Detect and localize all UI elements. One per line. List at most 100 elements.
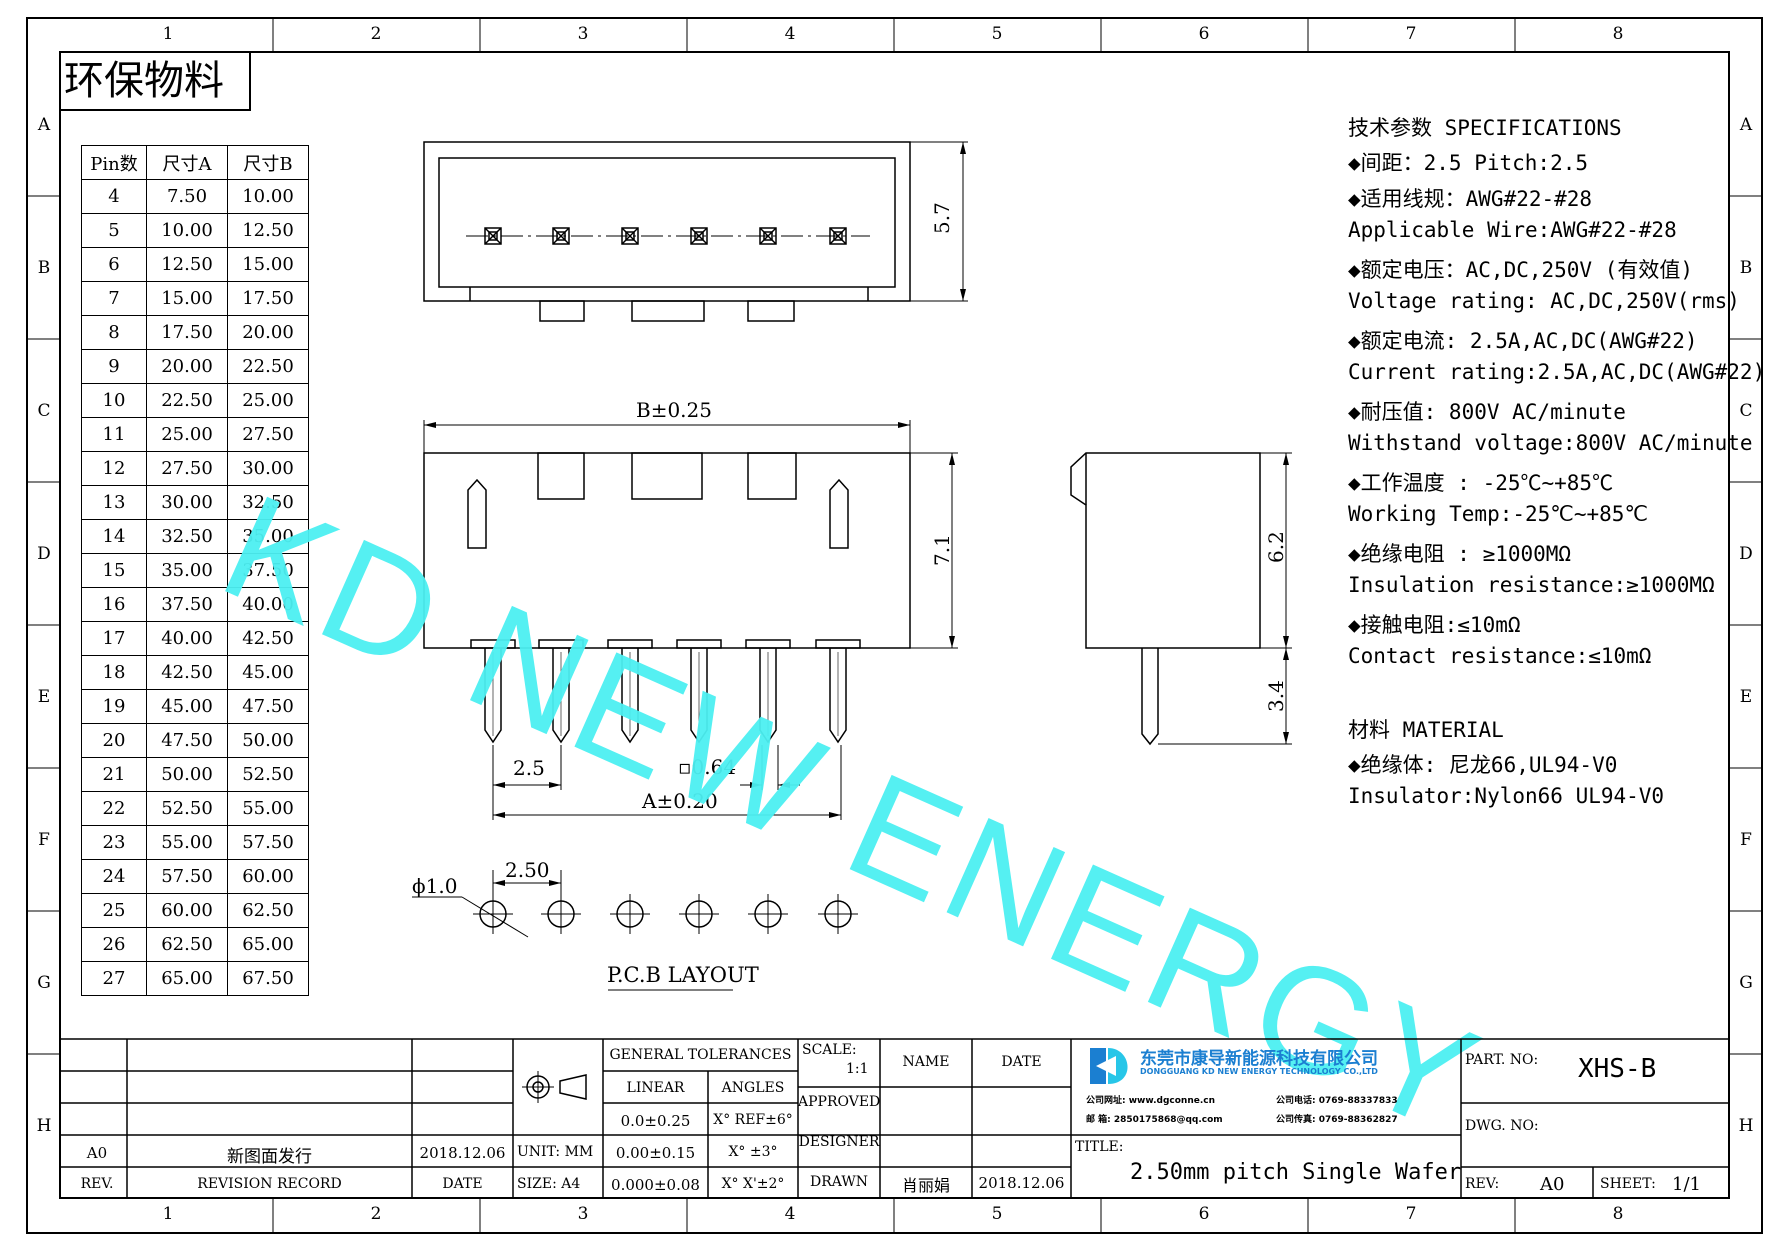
company-logo-icon <box>1090 1048 1128 1084</box>
tol-linear-3: 0.000±0.08 <box>611 1176 700 1194</box>
size-b-cell: 47.50 <box>227 689 309 724</box>
size-b-cell: 37.50 <box>227 553 309 588</box>
size-b-cell: 20.00 <box>227 315 309 350</box>
zone-row-c-right: C <box>1739 401 1753 421</box>
zone-row-d-right: D <box>1739 544 1753 564</box>
pcb-layout-label: P.C.B LAYOUT <box>607 963 759 987</box>
material-heading: 材料 MATERIAL <box>1348 718 1504 742</box>
size-b-cell: 55.00 <box>227 791 309 826</box>
pin-count-cell: 12 <box>81 451 147 486</box>
name-header: NAME <box>902 1054 950 1070</box>
pin-count-cell: 9 <box>81 349 147 384</box>
spec-line: Working Temp:-25℃~+85℃ <box>1348 502 1649 526</box>
size-a-cell: 40.00 <box>146 621 228 656</box>
top-view-pins <box>484 227 847 245</box>
size-a-cell: 30.00 <box>146 485 228 520</box>
size-a-cell: 12.50 <box>146 247 228 282</box>
zone-col-3-bottom: 3 <box>577 1204 589 1224</box>
zone-row-d: D <box>37 544 51 564</box>
spec-line: Voltage rating: AC,DC,250V(rms) <box>1348 289 1740 313</box>
size-b-cell: 52.50 <box>227 757 309 792</box>
revision-record-header: REVISION RECORD <box>197 1176 342 1192</box>
top-pin-marker <box>621 227 639 245</box>
drawn-name: 肖丽娟 <box>901 1176 950 1195</box>
spec-line: ◆工作温度 : -25℃~+85℃ <box>1348 470 1614 495</box>
tol-angle-2: X° ±3° <box>728 1144 778 1160</box>
zone-col-8: 8 <box>1612 24 1624 44</box>
part-no-label: PART. NO: <box>1465 1052 1539 1068</box>
size-b-cell: 62.50 <box>227 893 309 928</box>
dim-b-width: B±0.25 <box>636 398 712 422</box>
company-email: 邮 箱: 2850175868@qq.com <box>1086 1115 1223 1125</box>
spec-line: Withstand voltage:800V AC/minute <box>1348 431 1753 455</box>
front-view <box>423 452 911 649</box>
material-line-1: ◆绝缘体: 尼龙66,UL94-V0 <box>1348 753 1618 777</box>
size-b-cell: 65.00 <box>227 927 309 962</box>
spec-line: Current rating:2.5A,AC,DC(AWG#22) <box>1348 360 1766 384</box>
spec-line: Applicable Wire:AWG#22-#28 <box>1348 218 1677 242</box>
zone-row-c: C <box>37 401 51 421</box>
linear-label: LINEAR <box>626 1080 685 1096</box>
zone-col-8-bottom: 8 <box>1612 1204 1624 1224</box>
tol-angle-1: X° REF±6° <box>713 1112 793 1128</box>
size-a-cell: 42.50 <box>146 655 228 690</box>
size-a-cell: 47.50 <box>146 723 228 758</box>
size-b-cell: 42.50 <box>227 621 309 656</box>
size-a-cell: 37.50 <box>146 587 228 622</box>
zone-col-4-bottom: 4 <box>784 1204 796 1224</box>
top-pin-marker <box>690 227 708 245</box>
pin-count-cell: 11 <box>81 417 147 452</box>
pcb-hole <box>610 894 650 934</box>
pin-count-cell: 5 <box>81 213 147 248</box>
spec-line: ◆绝缘电阻 : ≥1000MΩ <box>1348 541 1572 566</box>
company-name-cn: 东莞市康导新能源科技有限公司 <box>1140 1049 1378 1069</box>
size-b-cell: 15.00 <box>227 247 309 282</box>
eco-material-stamp: 环保物料 <box>64 58 224 104</box>
header-size-b: 尺寸B <box>227 145 309 180</box>
pcb-hole <box>818 894 858 934</box>
zone-col-7: 7 <box>1405 24 1417 44</box>
size-b-cell: 22.50 <box>227 349 309 384</box>
pin-count-cell: 26 <box>81 927 147 962</box>
zone-row-e: E <box>37 687 51 707</box>
zone-row-h-right: H <box>1738 1116 1754 1136</box>
scale-value: 1:1 <box>846 1061 869 1077</box>
top-pin-marker <box>829 227 847 245</box>
date-header: DATE <box>442 1176 483 1192</box>
pin-count-cell: 8 <box>81 315 147 350</box>
spec-line: ◆额定电压：AC,DC,250V (有效值) <box>1348 257 1694 282</box>
front-pin <box>538 639 584 744</box>
pcb-hole <box>473 894 513 934</box>
dim-pitch: 2.5 <box>513 756 545 780</box>
size-label: SIZE: A4 <box>517 1176 581 1192</box>
zone-row-f: F <box>38 830 50 850</box>
size-b-cell: 60.00 <box>227 859 309 894</box>
pin-count-cell: 13 <box>81 485 147 520</box>
part-no-value: XHS-B <box>1578 1054 1657 1084</box>
zone-col-5: 5 <box>991 24 1003 44</box>
company-phone: 公司电话: 0769-88337833 <box>1276 1096 1398 1106</box>
revision-record-value: 新图面发行 <box>227 1147 312 1167</box>
pcb-hole <box>748 894 788 934</box>
spec-line: ◆接触电阻:≤10mΩ <box>1348 612 1521 637</box>
table-header-row: Pin数 尺寸A 尺寸B <box>81 145 309 180</box>
zone-row-f-right: F <box>1740 830 1752 850</box>
size-a-cell: 25.00 <box>146 417 228 452</box>
drawn-date: 2018.12.06 <box>978 1174 1065 1192</box>
